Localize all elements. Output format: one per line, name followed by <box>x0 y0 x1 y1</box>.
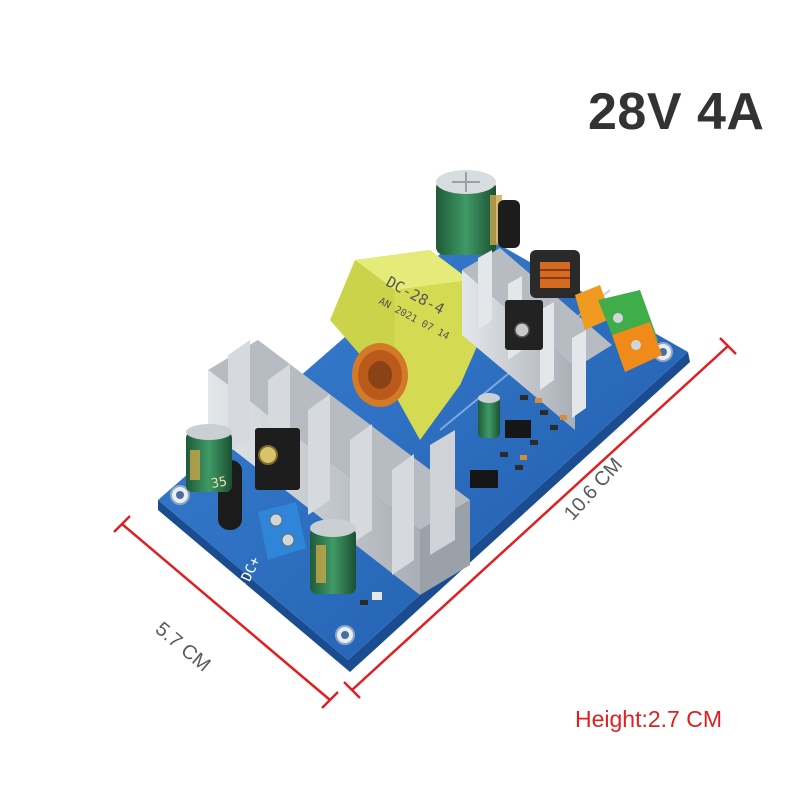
output-terminal-block <box>258 502 306 560</box>
output-inductor <box>530 250 580 298</box>
rectifier-screw <box>514 322 530 338</box>
capacitor-main-side <box>498 200 520 248</box>
smd-components <box>500 395 558 470</box>
smd-resistor <box>360 600 368 605</box>
capacitor-rating: 35 <box>210 474 228 491</box>
transistor-screw <box>258 445 278 465</box>
control-ic <box>505 420 531 438</box>
height-caption-label: Height <box>575 706 642 732</box>
capacitor-main <box>436 170 502 255</box>
capacitor-small <box>478 393 500 438</box>
status-led <box>372 592 382 600</box>
height-caption-separator: : <box>641 706 648 732</box>
height-caption: Height:2.7 CM <box>575 706 722 733</box>
height-caption-value: 2.7 CM <box>647 706 723 732</box>
capacitor-left <box>186 424 232 492</box>
length-dimension-line <box>343 337 737 699</box>
product-title: 28V 4A <box>588 83 765 141</box>
capacitor-output <box>310 519 356 594</box>
optocoupler <box>470 470 498 488</box>
width-dimension-line <box>113 515 339 709</box>
smd-components-orange <box>520 398 567 460</box>
power-transistor <box>255 428 300 490</box>
input-terminal-block <box>575 285 662 372</box>
